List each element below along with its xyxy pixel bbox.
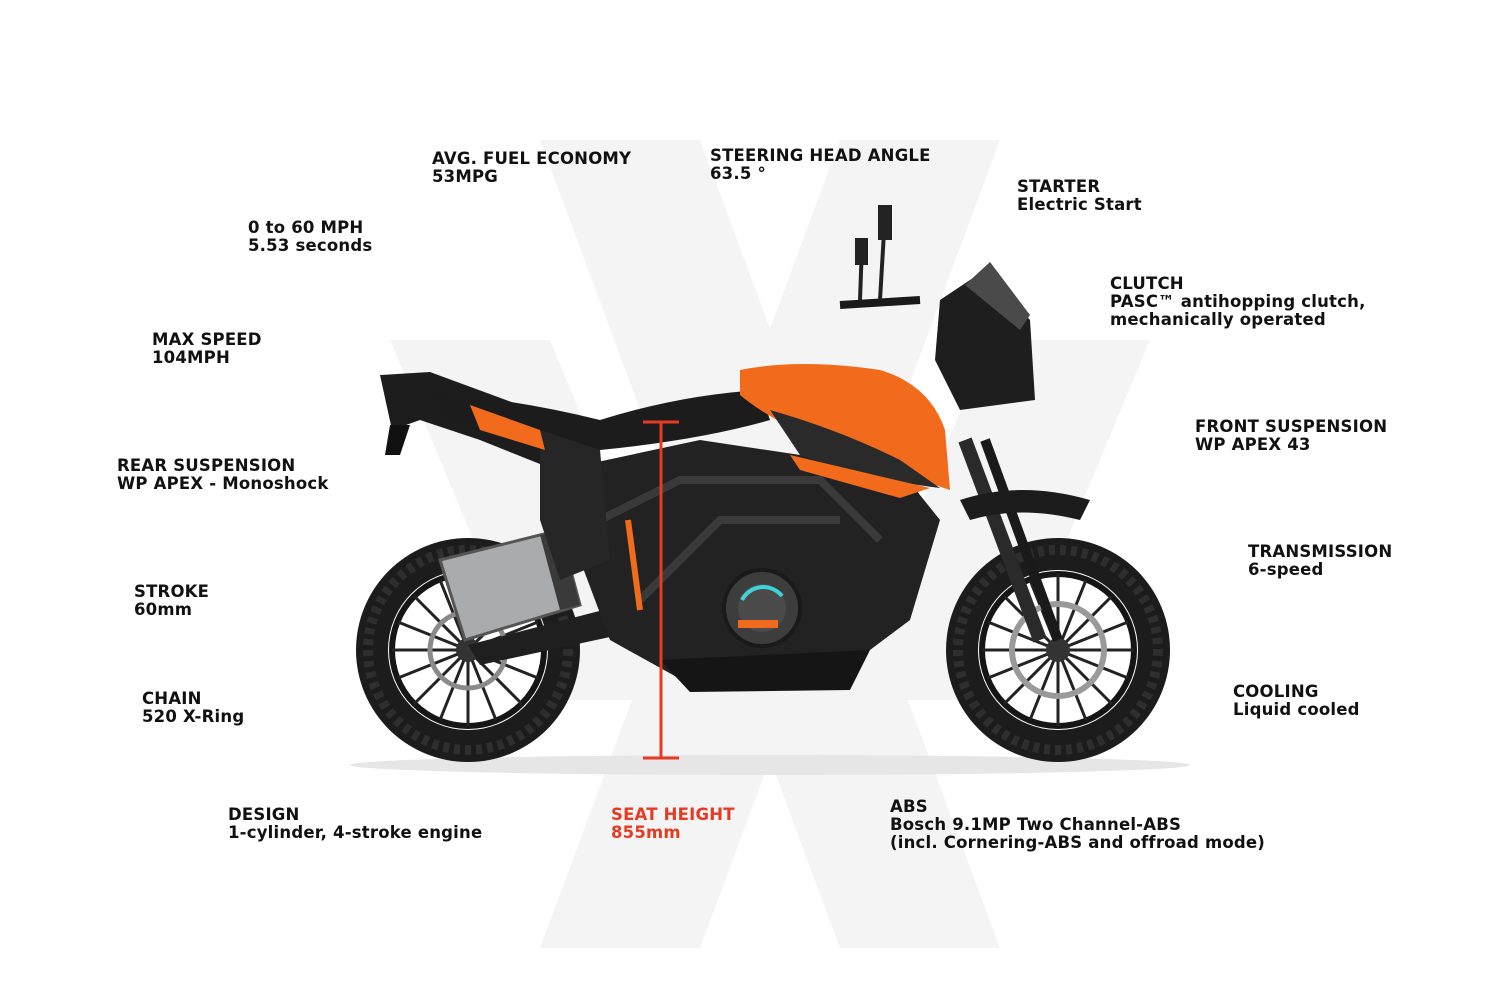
spec-front-suspension: FRONT SUSPENSION WP APEX 43: [1195, 417, 1388, 454]
spec-clutch: CLUTCH PASC™ antihopping clutch, mechani…: [1110, 274, 1366, 329]
spec-zero-to-sixty: 0 to 60 MPH 5.53 seconds: [248, 218, 373, 255]
front-fork: [958, 437, 1063, 643]
front-wheel: [946, 538, 1170, 762]
spec-stroke: STROKE 60mm: [134, 582, 210, 619]
spec-chain: CHAIN 520 X-Ring: [142, 689, 245, 726]
spec-abs: ABS Bosch 9.1MP Two Channel-ABS (incl. C…: [890, 797, 1266, 852]
spec-max-speed: MAX SPEED 104MPH: [152, 330, 262, 367]
spec-rear-suspension: REAR SUSPENSION WP APEX - Monoshock: [117, 456, 329, 493]
spec-transmission: TRANSMISSION 6-speed: [1248, 542, 1393, 579]
spec-cooling: COOLING Liquid cooled: [1233, 682, 1360, 719]
spec-seat-height: SEAT HEIGHT 855mm: [611, 805, 735, 842]
spec-design: DESIGN 1-cylinder, 4-stroke engine: [228, 805, 483, 842]
spec-fuel-economy: AVG. FUEL ECONOMY 53MPG: [432, 149, 632, 186]
spec-starter: STARTER Electric Start: [1017, 177, 1142, 214]
spec-steering-head-angle: STEERING HEAD ANGLE 63.5 °: [710, 146, 931, 183]
